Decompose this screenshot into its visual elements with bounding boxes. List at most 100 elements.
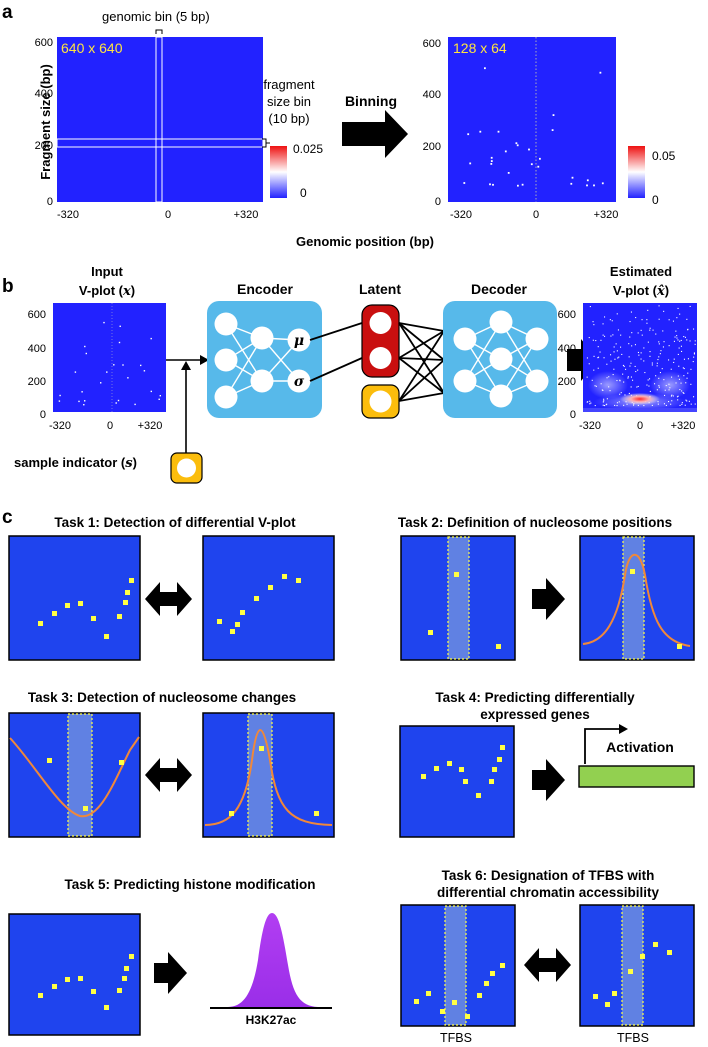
fragment-dot bbox=[537, 165, 540, 168]
fragment-dot bbox=[597, 357, 599, 359]
fragment-dot bbox=[676, 337, 678, 339]
fragment-dot bbox=[593, 369, 595, 371]
fragment-dot bbox=[600, 339, 602, 341]
task-2: Task 2: Definition of nucleosome positio… bbox=[398, 515, 695, 661]
fragment-dot bbox=[530, 163, 533, 166]
fragment-dot bbox=[59, 394, 61, 397]
x-tick: 0 bbox=[637, 420, 643, 432]
fragment-dot bbox=[74, 371, 77, 373]
task-1-plot-b bbox=[202, 535, 335, 661]
fragment-dot bbox=[589, 403, 591, 405]
right-y-ticks: 0 200 400 600 bbox=[423, 38, 441, 208]
fragment-dot bbox=[119, 325, 121, 327]
fragment-dot bbox=[676, 317, 678, 319]
fragment-dot bbox=[678, 365, 680, 367]
task-1-title: Task 1: Detection of differential V-plot bbox=[54, 515, 296, 530]
fragment-dot bbox=[647, 341, 649, 343]
fragment-dot bbox=[610, 360, 612, 362]
fragment-dot bbox=[597, 346, 599, 348]
x-tick: -320 bbox=[579, 420, 601, 432]
output-title: Estimated bbox=[610, 264, 672, 279]
nucleosome-region bbox=[622, 536, 645, 660]
y-tick: 200 bbox=[28, 376, 46, 388]
fragment-bin-label-1: fragment bbox=[263, 77, 315, 92]
fragment-dot bbox=[693, 352, 695, 354]
fragment-dot bbox=[601, 182, 604, 185]
fragment-dot bbox=[517, 184, 519, 187]
fragment-dot bbox=[117, 399, 120, 402]
fragment-dot bbox=[629, 365, 631, 367]
fragment-dot bbox=[611, 320, 613, 322]
task-2-title: Task 2: Definition of nucleosome positio… bbox=[398, 515, 672, 530]
fragment-dot bbox=[640, 352, 642, 354]
binned-fragments bbox=[463, 67, 604, 187]
x-tick: -320 bbox=[450, 209, 472, 221]
fragment-dot bbox=[113, 364, 115, 366]
fragment-dot bbox=[629, 336, 631, 338]
fragment-dot bbox=[694, 403, 696, 405]
right-plot-size: 128 x 64 bbox=[453, 40, 507, 56]
fragment-dot bbox=[58, 400, 61, 402]
fragment-dot bbox=[490, 160, 493, 162]
fragment-dot bbox=[589, 306, 591, 308]
y-tick: 600 bbox=[423, 38, 441, 50]
task-5-plot bbox=[8, 913, 141, 1036]
estimated-vplot bbox=[583, 303, 697, 412]
panel-letter-c: c bbox=[2, 507, 13, 528]
fragment-dot bbox=[610, 354, 612, 356]
fragment-dot bbox=[150, 337, 152, 340]
y-tick: 0 bbox=[435, 196, 441, 208]
fragment-dot bbox=[690, 403, 692, 405]
task-4-arrow bbox=[532, 759, 565, 801]
tfbs-label-a: TFBS bbox=[440, 1031, 472, 1045]
fragment-dot bbox=[571, 176, 574, 179]
fragment-dot bbox=[627, 377, 629, 379]
input-title: Input bbox=[91, 264, 123, 279]
fragment-dot bbox=[643, 360, 645, 362]
fragment-dot bbox=[683, 336, 685, 338]
fragment-dot bbox=[658, 341, 660, 343]
fragment-dot bbox=[693, 328, 695, 330]
colorbar-left-max: 0.025 bbox=[293, 142, 323, 156]
left-vplot bbox=[57, 37, 263, 202]
fragment-dot bbox=[597, 367, 599, 369]
tfbs-region bbox=[444, 905, 467, 1026]
binning-arrow bbox=[342, 110, 408, 158]
fragment-dot bbox=[484, 67, 486, 70]
fragment-dot bbox=[551, 129, 554, 131]
fragment-dot bbox=[516, 144, 519, 147]
decoder-output-arrow bbox=[567, 339, 598, 381]
fragment-dot bbox=[620, 334, 622, 336]
compare-arrow bbox=[145, 758, 192, 792]
y-tick: 600 bbox=[28, 309, 46, 321]
fragment-dot bbox=[686, 318, 688, 320]
x-tick: +320 bbox=[594, 209, 619, 221]
fragment-dot bbox=[127, 377, 129, 379]
fragment-dot bbox=[84, 345, 86, 348]
left-y-ticks: 0 200 400 600 bbox=[35, 37, 53, 208]
fragment-dot bbox=[680, 345, 682, 347]
fragment-dot bbox=[660, 350, 662, 352]
colorbar-right-min: 0 bbox=[652, 193, 659, 207]
fragment-dot bbox=[590, 402, 592, 404]
fragment-dot bbox=[677, 339, 679, 341]
fragment-dot bbox=[490, 156, 493, 159]
nucleosome-region bbox=[67, 713, 93, 837]
activation-label: Activation bbox=[606, 739, 674, 755]
fragment-dot bbox=[602, 334, 604, 336]
y-tick: 200 bbox=[35, 140, 53, 152]
encoder-label: Encoder bbox=[237, 281, 294, 297]
fragment-dot bbox=[649, 327, 651, 329]
fragment-dot bbox=[618, 356, 620, 358]
fragment-dot bbox=[616, 313, 618, 315]
task-4-title-2: expressed genes bbox=[480, 707, 590, 722]
fragment-dot bbox=[661, 368, 663, 370]
task-4-fragments bbox=[421, 745, 505, 798]
fragment-dot bbox=[630, 386, 632, 388]
fragment-dot bbox=[634, 344, 636, 346]
input-fragments bbox=[58, 321, 161, 406]
fragment-dot bbox=[692, 361, 694, 363]
fragment-dot bbox=[599, 71, 602, 74]
fragment-dot bbox=[586, 376, 588, 378]
